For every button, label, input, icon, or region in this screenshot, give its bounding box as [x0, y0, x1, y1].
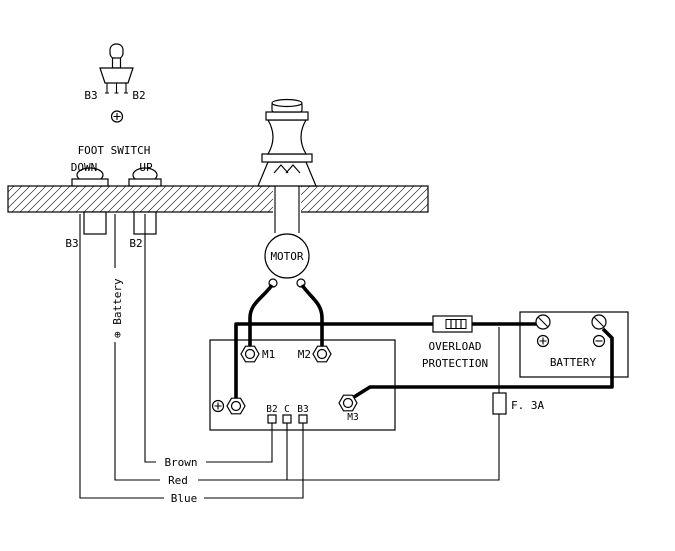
- label-m3: M3: [347, 412, 358, 423]
- toggle-plus-icon: [110, 110, 124, 123]
- deck-plank: [7, 185, 429, 213]
- toggle-body: [99, 67, 134, 84]
- terminal-plus-stud: [230, 400, 242, 412]
- wire-blue: [79, 214, 304, 499]
- battery-plus-screw-slot: [538, 317, 548, 327]
- fuse: F. 3A: [492, 327, 544, 415]
- terminal-m1-stud: [244, 348, 256, 360]
- label-toggle-b2: B2: [132, 89, 145, 102]
- overload-protection: OVERLOAD PROTECTION: [422, 315, 488, 370]
- toggle-switch: B3 B2: [84, 43, 146, 123]
- windlass-drum: [266, 119, 308, 155]
- labels: FOOT SWITCH DOWN UP B3 B2 ⊕ Battery Brow…: [65, 144, 197, 505]
- overload-element-stripes: [450, 319, 462, 329]
- label-m2: M2: [298, 348, 311, 361]
- label-toggle-b3: B3: [84, 89, 97, 102]
- deck-shaft-hole: [273, 185, 301, 234]
- terminal-b2-lug: [267, 414, 277, 424]
- label-down: DOWN: [71, 161, 98, 174]
- motor-body: [264, 233, 310, 279]
- battery-minus-screw-slot: [594, 317, 604, 327]
- footswitch-down-housing: [83, 211, 107, 235]
- footswitch-title: FOOT SWITCH: [78, 144, 151, 157]
- battery-label: BATTERY: [550, 356, 597, 369]
- wire-brown: [144, 214, 273, 463]
- label-blue: Blue: [171, 492, 198, 505]
- windlass-base: [257, 161, 317, 187]
- toggle-neck: [111, 57, 122, 69]
- battery-plus-icon: [536, 334, 550, 348]
- terminal-c-lug: [282, 414, 292, 424]
- control-box-terminals: M1 M2 M3 B2 C B3: [211, 345, 359, 424]
- label-wire-b3: B3: [65, 237, 78, 250]
- toggle-pins: [105, 83, 128, 94]
- cable-motor-m1: [248, 283, 274, 352]
- fuse-body: [492, 392, 507, 415]
- motor-label: MOTOR: [270, 250, 303, 263]
- cable-m3-battery-minus: [353, 327, 614, 399]
- terminal-m3-stud: [342, 397, 354, 409]
- motor: MOTOR: [264, 233, 310, 288]
- label-terminal-c: C: [284, 404, 290, 415]
- label-battery-feed: ⊕ Battery: [111, 278, 124, 338]
- label-terminal-b2: B2: [266, 404, 277, 415]
- footswitch-down-base: [71, 178, 109, 187]
- deck: [7, 185, 429, 235]
- label-red: Red: [168, 474, 188, 487]
- windlass-collar: [265, 111, 309, 121]
- terminal-b3-lug: [298, 414, 308, 424]
- label-m1: M1: [262, 348, 275, 361]
- windlass-cap-top: [271, 98, 303, 108]
- windlass: [257, 98, 317, 187]
- overload-label-2: PROTECTION: [422, 357, 488, 370]
- label-terminal-b3: B3: [297, 404, 308, 415]
- cable-motor-m2: [300, 283, 324, 352]
- windlass-flange: [261, 153, 313, 163]
- windlass-shaft: [274, 186, 300, 233]
- terminal-m2-stud: [316, 348, 328, 360]
- fuse-label: F. 3A: [511, 399, 544, 412]
- footswitch-up-base: [128, 178, 162, 187]
- battery: BATTERY: [535, 314, 607, 369]
- overload-label-1: OVERLOAD: [429, 340, 482, 353]
- control-wiring: [79, 214, 500, 499]
- label-wire-b2: B2: [129, 237, 142, 250]
- toggle-knob: [109, 43, 124, 60]
- foot-switches: [71, 167, 162, 187]
- label-brown: Brown: [164, 456, 197, 469]
- windlass-base-marks: [273, 164, 301, 174]
- battery-minus-icon: [592, 334, 606, 348]
- label-up: UP: [139, 161, 153, 174]
- wire-red: [114, 214, 500, 481]
- plus-circle-icon: [211, 399, 225, 413]
